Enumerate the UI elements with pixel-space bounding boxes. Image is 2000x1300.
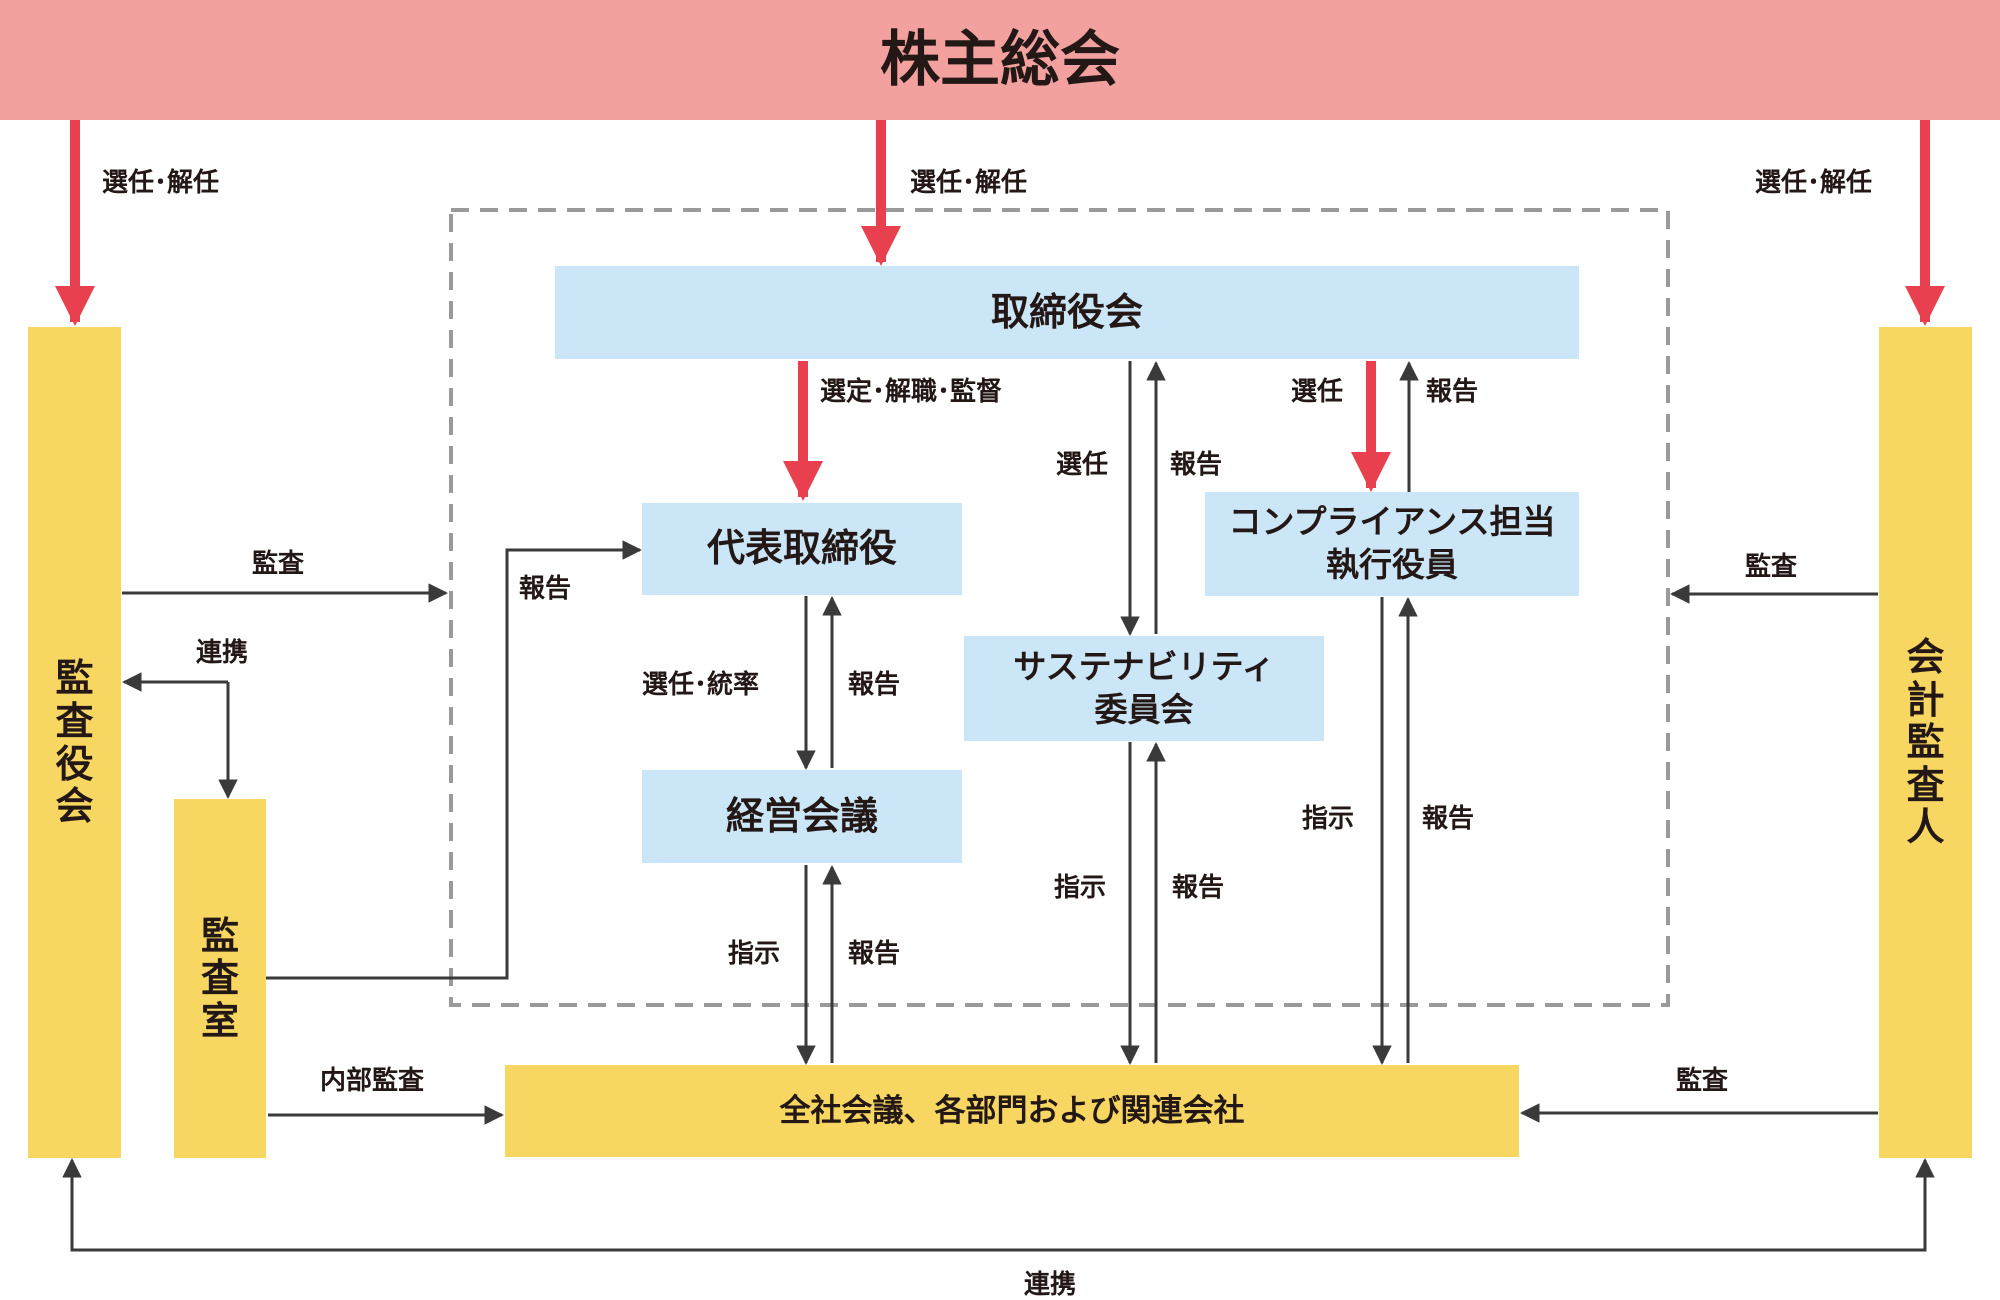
label-report-group: 報告 [848, 939, 901, 969]
president-box: 代表取締役 [642, 503, 962, 595]
audit-office-char: 室 [200, 998, 239, 1043]
sustainability-line2: 委員会 [1094, 689, 1194, 729]
label-report-sustain-board: 報告 [1170, 450, 1223, 480]
label-elect-board-sustain: 選任 [1056, 450, 1109, 480]
red-arrows [55, 120, 1945, 501]
management-meeting-label: 経営会議 [725, 793, 878, 838]
arrow-audit-office-report [266, 540, 642, 980]
label-elect-dismiss-left: 選任･解任 [102, 168, 220, 198]
accounting-auditor-char: 査 [1906, 762, 1945, 807]
accounting-auditor-box: 会 計 監 査 人 [1879, 327, 1972, 1158]
label-report-audit-office: 報告 [519, 574, 572, 604]
label-cooperation-bottom: 連携 [1024, 1270, 1077, 1300]
accounting-auditor-char: 人 [1906, 805, 1945, 850]
management-meeting-box: 経営会議 [642, 770, 962, 863]
board-box: 取締役会 [555, 266, 1579, 359]
label-select-dismiss-supervise: 選定･解職･監督 [820, 377, 1003, 407]
dark-arrows [62, 361, 1935, 1252]
executive-dashed-boundary [449, 208, 1670, 1007]
compliance-officer-line2: 執行役員 [1326, 545, 1458, 584]
label-elect-supervise: 選任･統率 [642, 670, 760, 700]
group-companies-box: 全社会議、各部門および関連会社 [505, 1065, 1519, 1157]
label-elect-dismiss-right: 選任･解任 [1755, 168, 1873, 198]
label-instruct-sustain: 指示 [1054, 873, 1107, 903]
accounting-auditor-char: 計 [1906, 677, 1945, 722]
label-instruct-management: 指示 [728, 939, 781, 969]
audit-board-char: 会 [55, 784, 94, 829]
label-internal-audit: 内部監査 [320, 1066, 425, 1096]
shareholders-meeting-label: 株主総会 [880, 25, 1120, 95]
president-label: 代表取締役 [706, 526, 897, 571]
audit-board-char: 査 [55, 698, 94, 743]
label-cooperation-upper: 連携 [196, 638, 249, 668]
label-elect-compliance: 選任 [1291, 377, 1344, 407]
group-companies-label: 全社会議、各部門および関連会社 [779, 1092, 1245, 1129]
label-audit-left: 監査 [252, 549, 305, 579]
arrow-cooperation-bottom-left [62, 1158, 1000, 1252]
shareholders-meeting-box: 株主総会 [0, 0, 2000, 120]
accounting-auditor-char: 会 [1906, 635, 1945, 680]
audit-office-box: 監 査 室 [174, 799, 266, 1158]
arrow-cooperation-bottom-right [1000, 1158, 1935, 1252]
sustainability-line1: サステナビリティ [1013, 646, 1275, 686]
sustainability-committee-box: サステナビリティ 委員会 [964, 636, 1324, 741]
label-report-compliance: 報告 [1426, 377, 1479, 407]
label-audit-group: 監査 [1676, 1066, 1729, 1096]
compliance-officer-box: コンプライアンス担当 執行役員 [1205, 492, 1579, 596]
label-report-management: 報告 [848, 670, 901, 700]
label-audit-right: 監査 [1745, 552, 1798, 582]
label-elect-dismiss-center: 選任･解任 [910, 168, 1028, 198]
board-label: 取締役会 [990, 289, 1143, 334]
audit-board-char: 役 [55, 741, 94, 786]
label-instruct-compliance: 指示 [1302, 804, 1355, 834]
compliance-officer-line1: コンプライアンス担当 [1228, 502, 1556, 542]
label-report-sustain: 報告 [1172, 873, 1225, 903]
audit-office-char: 監 [200, 913, 239, 958]
audit-board-char: 監 [55, 656, 94, 701]
label-report-compliance-group: 報告 [1422, 804, 1475, 834]
accounting-auditor-char: 監 [1906, 720, 1945, 765]
audit-office-char: 査 [200, 956, 239, 1001]
audit-board-box: 監 査 役 会 [28, 327, 121, 1158]
